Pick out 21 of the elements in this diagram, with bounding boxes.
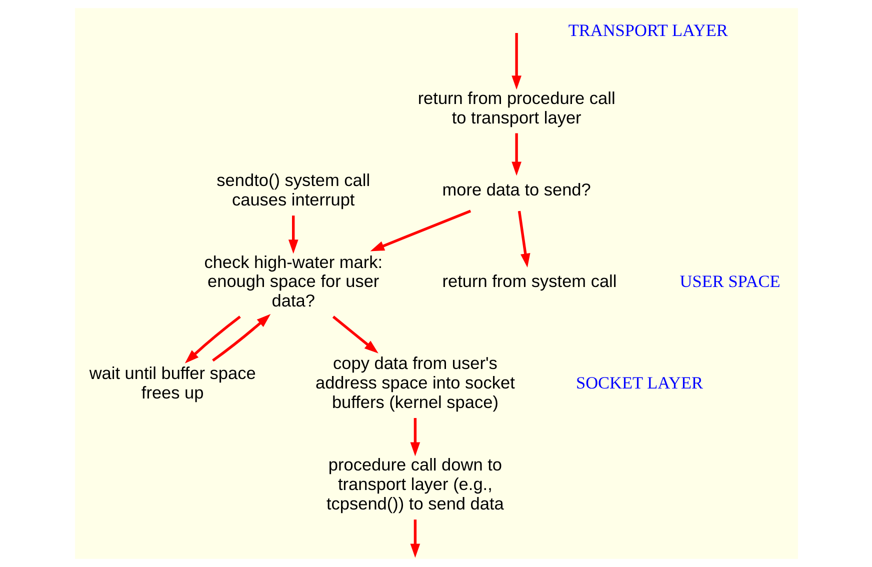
node-text: more data to send? — [442, 180, 590, 200]
arrow — [288, 216, 298, 254]
arrow — [370, 210, 471, 252]
node-text: check high-water mark: enough space for user data? — [204, 252, 382, 311]
node-text: return from procedure call to transport layer — [417, 88, 615, 128]
arrow — [511, 33, 521, 90]
arrow — [517, 210, 530, 268]
arrow — [410, 418, 420, 456]
label: SOCKET LAYER — [575, 374, 702, 393]
arrow — [410, 520, 420, 558]
arrow — [332, 316, 378, 354]
label: USER SPACE — [679, 272, 780, 292]
node-text: copy data from user's address space into socket buffers (kernel space) — [314, 353, 514, 412]
arrow — [212, 314, 270, 362]
node-text: procedure call down to transport layer (e.g., tcpsend()) to send data — [326, 454, 504, 514]
arrow — [511, 133, 521, 176]
node-text: return from system call — [442, 271, 616, 292]
node-text: wait until buffer space frees up — [88, 362, 256, 402]
node-text: sendto() system call causes interrupt — [216, 170, 370, 210]
label: TRANSPORT LAYER — [568, 20, 728, 40]
arrow — [184, 316, 240, 364]
